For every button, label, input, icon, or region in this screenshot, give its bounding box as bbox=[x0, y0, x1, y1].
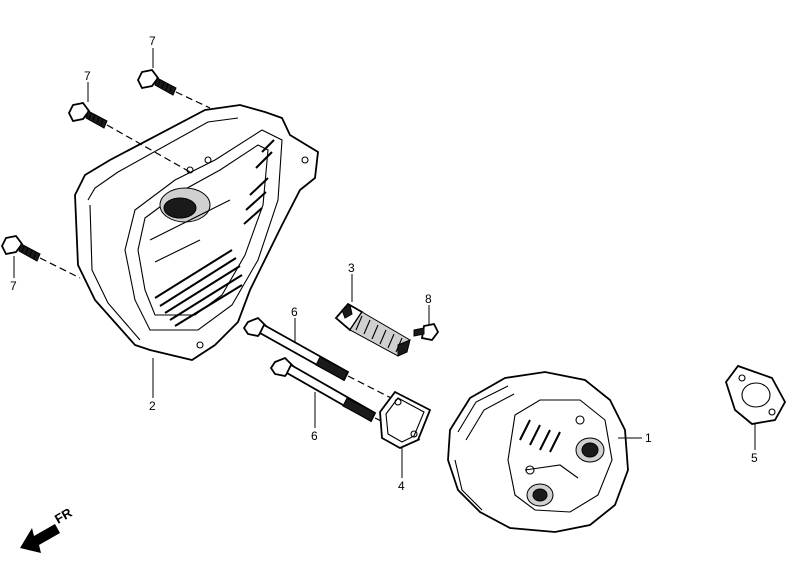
front-direction-label: FR bbox=[52, 505, 75, 527]
alignment-line-bolt-7-left bbox=[39, 257, 81, 279]
callout-3: 3 bbox=[348, 261, 355, 275]
spark-arrester-part-3 bbox=[334, 302, 411, 357]
callout-6-lower: 6 bbox=[311, 429, 318, 443]
gasket-part-4 bbox=[379, 390, 432, 450]
callout-7-top: 7 bbox=[149, 34, 156, 48]
alignment-line-bolt-7-top bbox=[175, 91, 211, 109]
callout-2: 2 bbox=[149, 399, 156, 413]
muffler-protector-part-2 bbox=[74, 104, 319, 361]
alignment-line-bolt-6-upper bbox=[347, 375, 396, 401]
callout-1: 1 bbox=[645, 431, 652, 445]
alignment-line-bolt-7-middle bbox=[106, 124, 191, 173]
exhaust-gasket-part-5 bbox=[725, 364, 787, 425]
callout-5: 5 bbox=[751, 451, 758, 465]
bolt-part-7-middle bbox=[67, 102, 108, 129]
callout-4: 4 bbox=[398, 479, 405, 493]
front-arrow-icon bbox=[20, 524, 60, 553]
stud-bolt-part-6-upper bbox=[242, 316, 350, 382]
callout-7-middle: 7 bbox=[84, 69, 91, 83]
callout-6-upper: 6 bbox=[291, 305, 298, 319]
callout-8: 8 bbox=[425, 292, 432, 306]
callout-7-left: 7 bbox=[10, 279, 17, 293]
bolt-part-7-left bbox=[0, 235, 41, 262]
bolt-part-7-top bbox=[136, 69, 177, 96]
screw-part-8 bbox=[413, 322, 440, 341]
stud-bolt-part-6-lower bbox=[269, 356, 377, 423]
muffler-part-1 bbox=[447, 371, 629, 533]
